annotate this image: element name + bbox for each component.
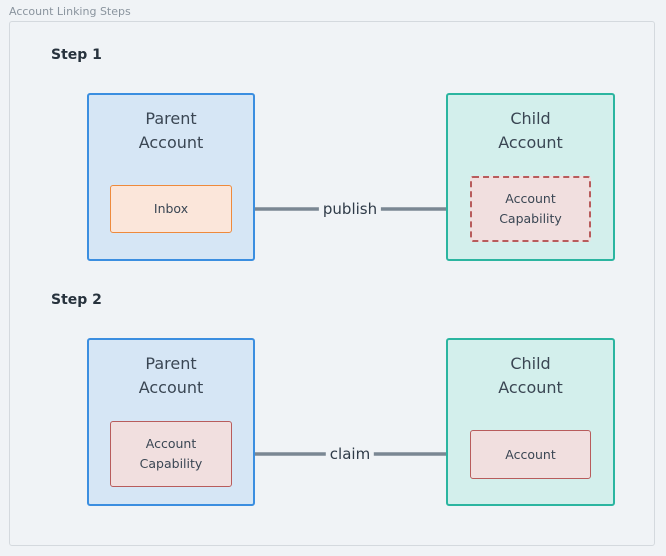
account-capability-node: Account Capability bbox=[470, 176, 591, 242]
account-node: Account bbox=[470, 430, 591, 479]
diagram-title: Account Linking Steps bbox=[9, 5, 131, 18]
account-capability-node: Account Capability bbox=[110, 421, 232, 487]
child-account-label: Child Account bbox=[498, 354, 563, 397]
claim-edge-label: claim bbox=[325, 445, 375, 463]
child-account-label: Child Account bbox=[498, 109, 563, 152]
step-2-child-account: Child Account bbox=[446, 338, 615, 506]
step-1-label: Step 1 bbox=[51, 47, 102, 63]
parent-account-label: Parent Account bbox=[138, 109, 204, 152]
step-1-parent-account: Parent Account bbox=[87, 93, 255, 261]
step-2-label: Step 2 bbox=[51, 292, 102, 308]
parent-account-label: Parent Account bbox=[138, 354, 204, 397]
diagram-frame bbox=[9, 21, 655, 546]
inbox-node: Inbox bbox=[110, 185, 232, 233]
publish-edge-label: publish bbox=[318, 200, 382, 218]
